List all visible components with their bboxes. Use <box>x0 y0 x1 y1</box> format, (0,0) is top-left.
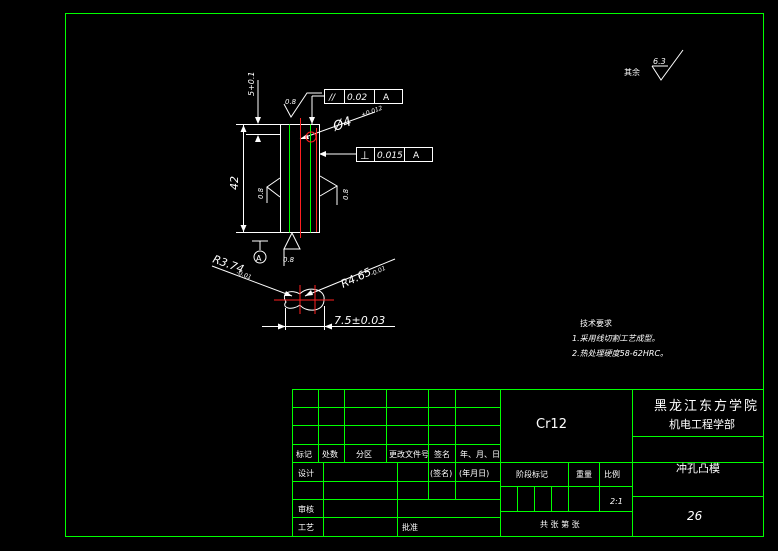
fcf-parallel-tol: 0.02 <box>347 93 367 103</box>
datum-a-label: A <box>256 254 262 263</box>
tb-school: 黑龙江东方学院 <box>654 398 759 414</box>
tb-process: 工艺 <box>298 523 314 532</box>
diameter-dim: Ø4 <box>330 114 353 135</box>
roughness-value: 6.3 <box>653 57 666 66</box>
tb-doc-no: 更改文件号 <box>389 449 429 459</box>
roughness-right-value: 0.8 <box>342 188 350 200</box>
roughness-bottom-symbol <box>283 231 301 266</box>
tb-date: 年、月、日 <box>460 449 500 459</box>
roughness-note: 其余 <box>624 67 640 77</box>
roughness-top-symbol <box>283 92 322 118</box>
tb-mark: 标记 <box>296 449 312 459</box>
tb-sign2: (签名) <box>430 468 452 478</box>
tb-review: 审核 <box>298 504 314 514</box>
tb-material: Cr12 <box>536 417 567 432</box>
tb-design: 设计 <box>298 468 314 478</box>
fcf-perp-datum: A <box>413 151 420 161</box>
fcf-parallel-symbol: // <box>328 93 336 103</box>
dim-width: 7.5±0.03 <box>334 314 385 327</box>
notes-line2: 2.热处理硬度58-62HRC。 <box>572 349 668 358</box>
tb-approve: 批准 <box>402 522 418 532</box>
roughness-bottom-value: 0.8 <box>283 256 295 264</box>
tb-sheets: 共 张 第 张 <box>540 519 580 529</box>
hole-mark <box>305 131 317 143</box>
title-block <box>292 389 764 537</box>
fcf-perp-tol: 0.015 <box>377 151 403 161</box>
roughness-top-value: 0.8 <box>285 98 297 106</box>
tb-ratio: 比例 <box>604 469 620 479</box>
tb-sign: 签名 <box>434 449 450 459</box>
tb-weight: 重量 <box>576 469 592 479</box>
datum-a-circle <box>253 250 267 264</box>
tb-department: 机电工程学部 <box>669 417 735 431</box>
tb-scale: 2:1 <box>610 497 623 506</box>
notes-line1: 1.采用线切割工艺成型。 <box>572 334 660 343</box>
fcf-perp-symbol: ⊥ <box>360 149 370 162</box>
dim-height: 42 <box>228 176 241 190</box>
dim-top: 5+0.1 <box>247 71 256 96</box>
tb-stage: 阶段标记 <box>516 469 548 479</box>
roughness-right-symbol <box>319 175 338 205</box>
roughness-symbol-other <box>651 49 684 81</box>
radius-right-tol: -0.01 <box>370 265 387 278</box>
fcf-perpendicular <box>356 147 433 162</box>
fcf-parallel <box>324 89 403 104</box>
tb-zone: 分区 <box>356 450 372 459</box>
tb-number: 26 <box>687 509 703 523</box>
diameter-tol: +0.012 <box>360 105 383 119</box>
radius-left-tol: -0.01 <box>235 269 252 281</box>
tb-count: 处数 <box>322 449 338 459</box>
tb-part-name: 冲孔凸模 <box>676 461 720 475</box>
fcf-parallel-datum: A <box>383 93 390 103</box>
radius-right: R4.65 <box>339 265 374 290</box>
roughness-left-value: 0.8 <box>257 187 265 199</box>
notes-title: 技术要求 <box>580 318 612 328</box>
tb-date2: (年月日) <box>459 468 489 478</box>
roughness-left-symbol <box>266 177 281 203</box>
